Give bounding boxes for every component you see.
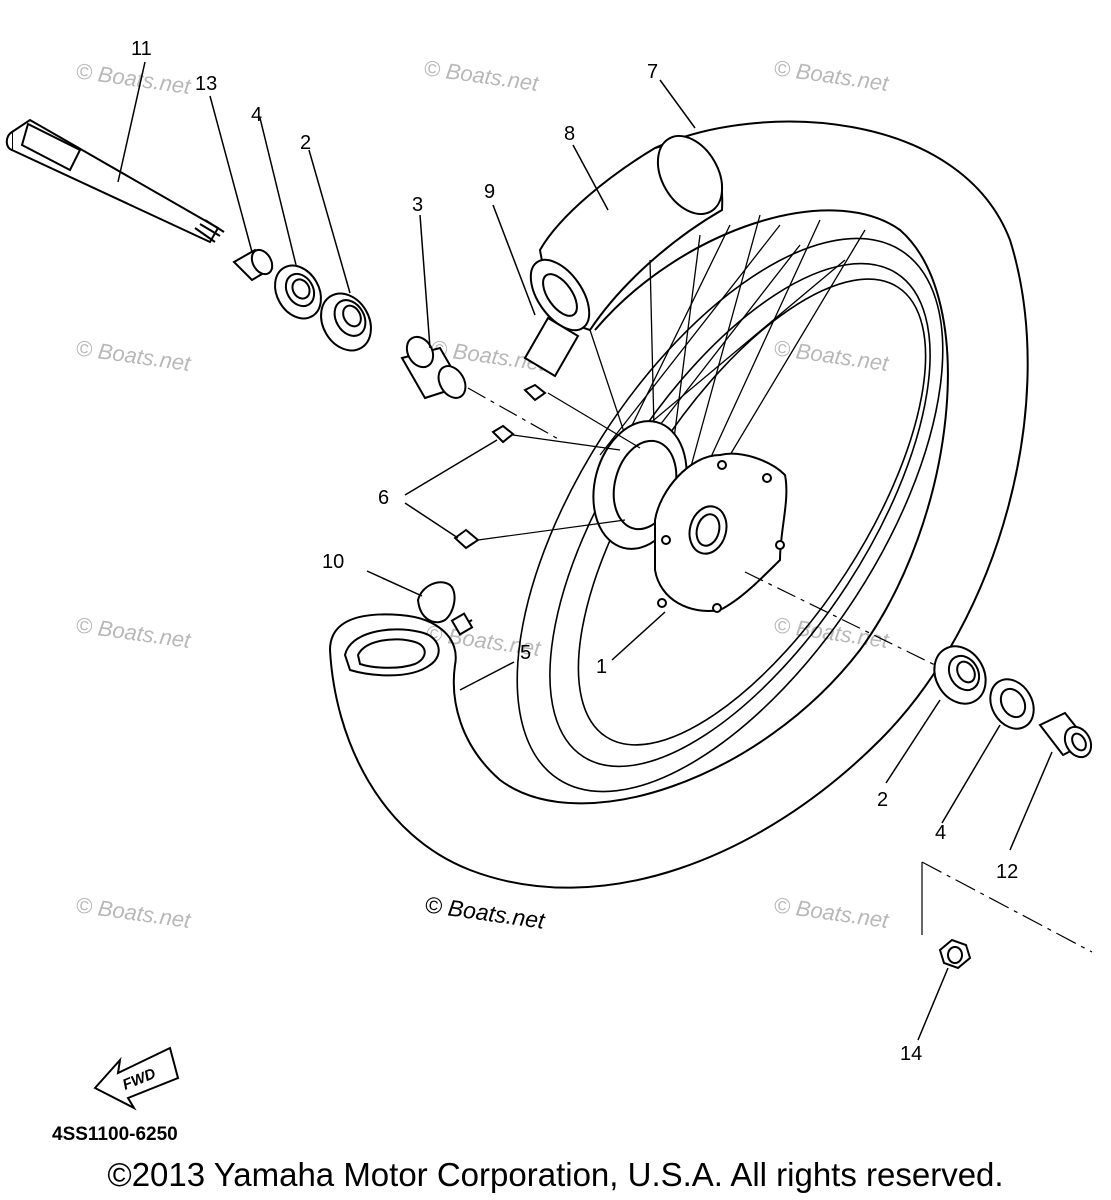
callout-1: 1 xyxy=(596,656,607,678)
watermark-main: © Boats.net xyxy=(423,891,548,934)
centerlines xyxy=(468,388,1092,952)
axle xyxy=(7,120,224,242)
callout-10: 10 xyxy=(322,551,344,573)
watermark: © Boats.net xyxy=(74,892,193,933)
spacer-3 xyxy=(402,332,471,403)
leader-lines xyxy=(118,62,1052,1040)
callout-5: 5 xyxy=(520,642,531,664)
watermark: © Boats.net xyxy=(772,892,891,933)
tube-valve xyxy=(345,582,472,675)
bearing-left xyxy=(311,285,381,360)
part-code: 4SS1100-6250 xyxy=(52,1124,178,1145)
callout-14: 14 xyxy=(900,1043,922,1065)
callout-8: 8 xyxy=(564,123,575,145)
rim-band xyxy=(519,125,735,341)
callouts: 11 13 4 2 3 9 8 7 6 10 5 1 2 4 12 14 xyxy=(131,38,1018,1065)
bolts xyxy=(455,385,545,548)
callout-6: 6 xyxy=(378,487,389,509)
oil-seal-right xyxy=(982,671,1043,736)
nut-14 xyxy=(940,940,970,968)
watermark: © Boats.net xyxy=(772,55,891,96)
callout-4-right: 4 xyxy=(935,822,946,844)
callout-13: 13 xyxy=(195,73,217,95)
fwd-arrow-icon: FWD xyxy=(95,1048,178,1108)
tire xyxy=(330,122,1028,888)
callout-2-left: 2 xyxy=(300,132,311,154)
callout-9: 9 xyxy=(484,181,495,203)
callout-12: 12 xyxy=(996,861,1018,883)
copyright-notice: ©2013 Yamaha Motor Corporation, U.S.A. A… xyxy=(107,1156,1004,1193)
spacer-13 xyxy=(234,246,276,280)
callout-2-right: 2 xyxy=(877,789,888,811)
hub xyxy=(580,411,787,612)
callout-4-left: 4 xyxy=(251,104,262,126)
callout-11: 11 xyxy=(131,38,152,60)
callout-7: 7 xyxy=(647,61,658,83)
bearing-right xyxy=(924,637,996,713)
watermark: © Boats.net xyxy=(74,612,193,653)
rim-lock xyxy=(525,318,578,376)
watermark: © Boats.net xyxy=(74,58,193,99)
watermark: © Boats.net xyxy=(74,335,193,376)
watermark: © Boats.net xyxy=(422,55,541,96)
collar-12 xyxy=(1040,713,1096,762)
callout-3: 3 xyxy=(412,194,423,216)
spokes xyxy=(590,215,865,480)
oil-seal-left xyxy=(266,257,330,326)
